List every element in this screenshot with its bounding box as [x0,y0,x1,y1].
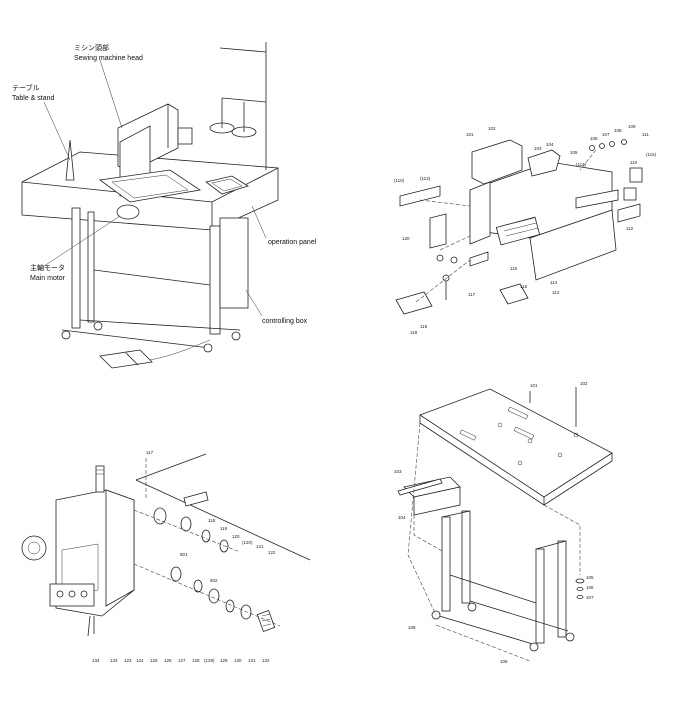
part-label: 126 [164,658,172,663]
needle-mechanism-drawing: 117 118 119 120 (120) 121 122 801 802 12… [21,450,311,663]
operation-panel-shape [205,175,249,195]
controlling-box [219,217,249,309]
label-table-en: Table & stand [12,95,55,102]
part-label: 103 [394,469,402,474]
part-label: 118 [208,518,216,523]
adjust-knob [95,465,105,493]
part-label: 109 [628,124,636,129]
part-label: (114) [576,162,587,167]
side-cover [399,185,441,207]
main-motor-shape [116,204,140,220]
part-label: 122 [268,550,276,555]
part-label: 125 [150,658,158,663]
part-label: 113 [552,290,560,295]
part-label: 110 [630,160,638,165]
part-label: 103 [534,146,542,151]
part-label: 802 [210,578,218,583]
part-label: 107 [602,132,610,137]
part-label: 101 [530,383,538,388]
part-label: 119 [420,324,428,329]
part-label: (113) [420,176,431,181]
foot-pedal [99,349,153,369]
part-label: 116 [510,266,518,271]
part-label: 118 [410,330,418,335]
part-label: 108 [614,128,622,133]
part-label: 133 [110,658,118,663]
part-label: 107 [586,595,594,600]
part-label: 106 [586,585,594,590]
part-label: 114 [550,280,558,285]
part-label: 124 [136,658,144,663]
part-label: 127 [178,658,186,663]
label-main-motor-jp: 主軸モータ [30,263,65,272]
overview-diagram: ミシン頭部 Sewing machine head テーブル Table & s… [0,30,340,370]
part-label: 105 [570,150,578,155]
part-number-labels: 101 102 103 104 105 106 107 108 109 110 … [394,124,657,335]
part-label: 117 [468,292,476,297]
part-label: 134 [92,658,100,663]
part-label: (128) [204,658,215,663]
part-label: 119 [220,526,228,531]
part-label: 132 [262,658,270,663]
label-operation-panel: operation panel [268,239,317,246]
needle-mechanism-diagram: 117 118 119 120 (120) 121 122 801 802 12… [10,440,320,680]
part-label: 104 [398,515,406,520]
head-base [529,209,617,281]
label-sewing-head-en: Sewing machine head [74,55,143,62]
part-number-labels: 117 118 119 120 (120) 121 122 801 802 12… [92,450,276,663]
part-label: 108 [408,625,416,630]
part-label: 112 [626,226,634,231]
part-label: 102 [580,381,588,386]
part-label: 801 [180,552,188,557]
label-controlling-box: controlling box [262,318,308,325]
part-label: 120 [232,534,240,539]
part-label: 101 [466,132,474,137]
part-label: 104 [546,142,554,147]
part-label: (120) [242,540,253,545]
part-number-labels: 101 102 103 104 105 106 107 108 109 [394,381,594,664]
part-label: 128 [192,658,200,663]
bracket-part [395,291,433,315]
part-label: 105 [586,575,594,580]
label-table-jp: テーブル [12,83,40,92]
label-sewing-head-jp: ミシン頭部 [74,43,109,52]
part-label: 120 [402,236,410,241]
hand-wheel [21,535,47,561]
table-stand-drawing: 101 102 103 104 105 106 107 108 109 [394,381,613,664]
overview-drawing: ミシン頭部 Sewing machine head テーブル Table & s… [12,42,317,369]
table-leg-left [71,207,81,329]
controlling-box-stand [209,225,221,335]
head-exploded-drawing: 101 102 103 104 105 106 107 108 109 110 … [394,124,657,335]
part-label: 106 [590,136,598,141]
top-cover [471,139,523,185]
part-label: 117 [146,450,154,455]
stand-leg [441,516,451,612]
sewing-area [98,169,202,203]
part-label: 111 [642,132,649,137]
part-label: (110) [394,178,405,183]
part-label: 109 [500,659,508,664]
part-label: (115) [646,152,657,157]
part-label: 102 [488,126,496,131]
table-stand-diagram: 101 102 103 104 105 106 107 108 109 [380,375,670,685]
part-label: 131 [248,658,256,663]
part-label: 130 [234,658,242,663]
label-main-motor-en: Main motor [30,275,66,282]
part-label: 123 [124,658,132,663]
part-label: 121 [256,544,264,549]
part-label: 115 [520,284,528,289]
spring-part [256,609,276,633]
head-exploded-diagram: 101 102 103 104 105 106 107 108 109 110 … [380,110,670,340]
part-label: 129 [220,658,228,663]
